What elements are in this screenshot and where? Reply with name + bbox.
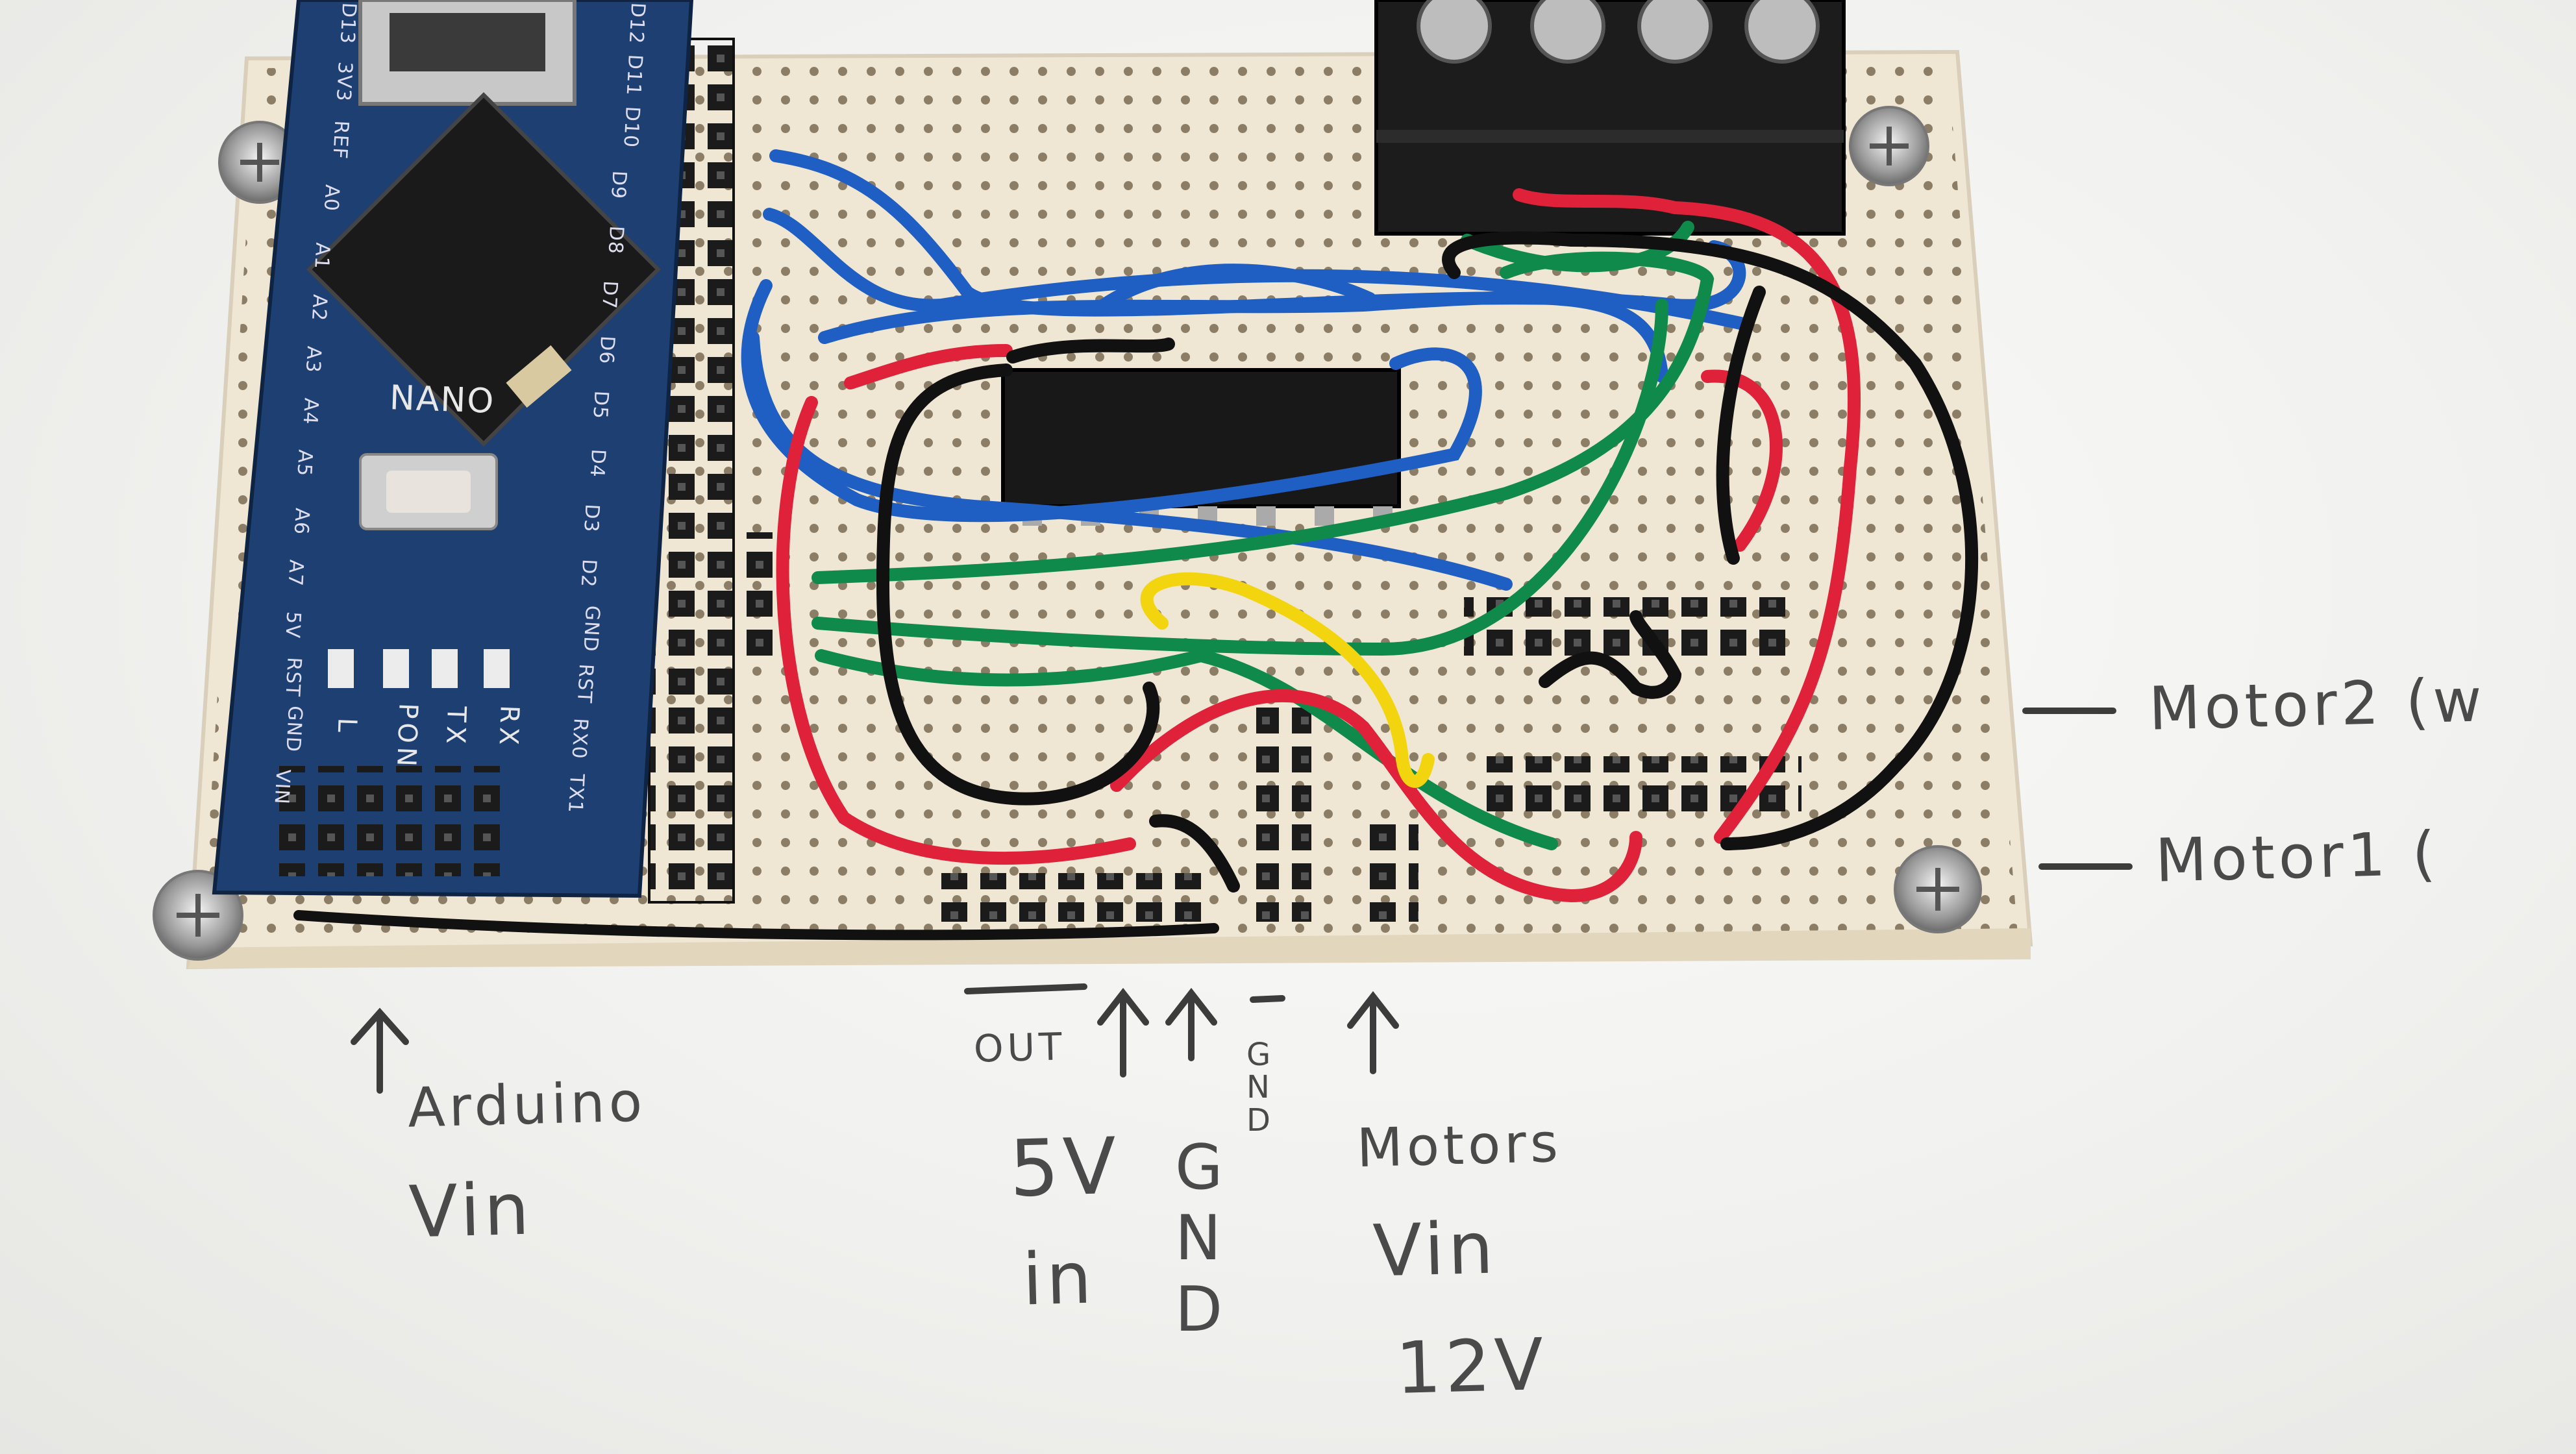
out-arrow <box>1097 987 1149 1078</box>
yellow-wire <box>1140 572 1435 788</box>
crystal <box>506 345 572 408</box>
led-label-rx: RX <box>493 704 525 750</box>
screw-bottom-right <box>1894 845 1982 933</box>
motors-vin-arrow <box>1347 991 1399 1074</box>
red-wires <box>776 188 1861 903</box>
led-label-l: L <box>331 717 362 737</box>
led-row <box>328 649 510 688</box>
arduino-vin-label-line2: Vin <box>408 1167 534 1254</box>
arduino-vin-arrow <box>351 1007 409 1094</box>
motors-12v-label: 12V <box>1394 1322 1548 1411</box>
gnd-vertical-header <box>1256 701 1311 922</box>
hand-drawn-marks <box>351 708 2133 1094</box>
wire-bundle <box>293 149 1979 941</box>
out-label: OUT <box>973 1024 1067 1071</box>
nano-silkscreen-label: NANO <box>389 378 496 421</box>
microcontroller-chip <box>306 92 661 447</box>
motors-vin-label-line2: Vin <box>1372 1206 1498 1293</box>
out-overline <box>964 983 1087 994</box>
led-label-tx: TX <box>440 706 472 748</box>
power-out-header <box>928 873 1201 922</box>
motor2-annotation: Motor2 (w <box>2148 665 2487 744</box>
black-wires <box>293 231 1979 941</box>
screw-terminal-block <box>1374 0 1846 236</box>
led-label-pon: PON <box>390 702 423 771</box>
arduino-vin-label-line1: Arduino <box>406 1070 647 1140</box>
in-label: in <box>1021 1236 1096 1322</box>
motors-vin-label-line1: Motors <box>1356 1112 1563 1180</box>
gnd-small-overline <box>1250 995 1285 1003</box>
screw-top-right <box>1849 106 1929 186</box>
motors-vin-header <box>1363 811 1418 922</box>
five-v-label: 5V <box>1008 1121 1122 1215</box>
gnd-small-label: GND <box>1246 1037 1275 1139</box>
gnd-vertical-label: GND <box>1175 1132 1227 1346</box>
gnd-arrow <box>1165 987 1217 1061</box>
motor1-annotation: Motor1 ( <box>2154 819 2440 896</box>
arduino-nano-board <box>212 0 694 898</box>
blue-wires <box>741 149 1753 591</box>
icsp-header <box>269 766 503 876</box>
